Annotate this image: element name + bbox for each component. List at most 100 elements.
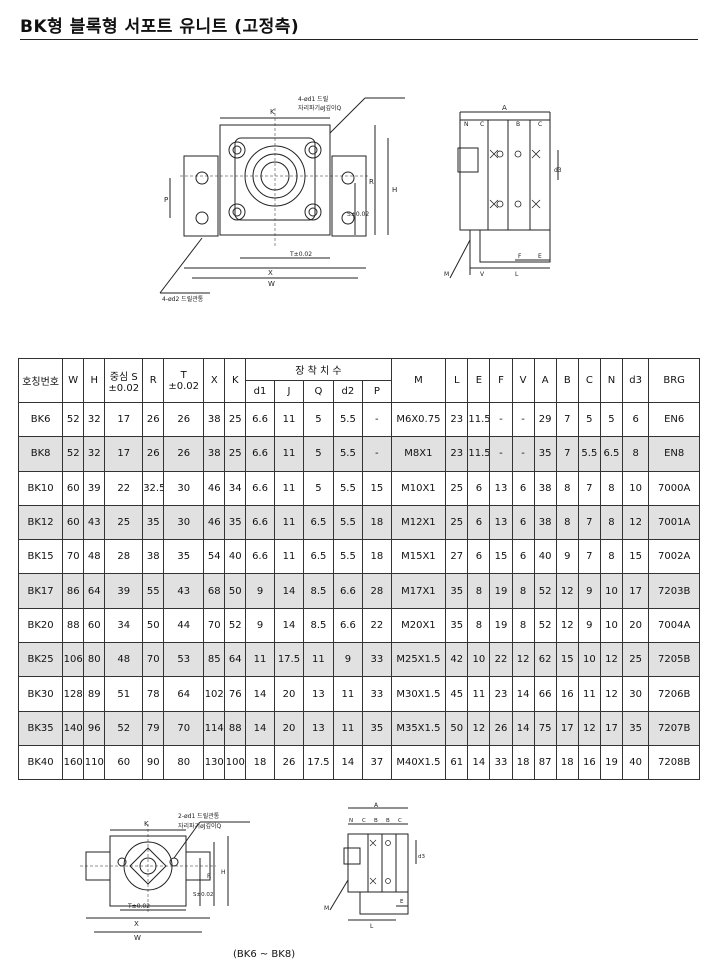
col-d1: d1 <box>245 380 275 403</box>
col-c: C <box>577 358 601 403</box>
table-cell: - <box>511 401 535 438</box>
table-cell: 8 <box>511 573 535 609</box>
table-cell: 7 <box>577 504 601 541</box>
table-cell: 5.5 <box>332 539 364 575</box>
table-cell: 64 <box>163 676 205 712</box>
table-cell: 25 <box>445 504 469 541</box>
table-cell: 11.5 <box>467 436 491 472</box>
table-cell: 5.5 <box>332 436 364 472</box>
table-cell: 12 <box>599 676 624 712</box>
small-s-label: S±0.02 <box>193 892 213 898</box>
col-l: L <box>445 358 469 403</box>
table-cell: 48 <box>83 539 106 575</box>
table-cell: 25 <box>445 470 469 506</box>
small-front-view-drawing: K T±0.02 X W S±0.02 R H 2-ød1 드릴관통 자리파기ø… <box>80 812 250 942</box>
table-cell: 44 <box>163 607 205 644</box>
table-cell: 39 <box>83 470 106 506</box>
table-cell: 7203B <box>648 573 700 609</box>
small-side-b2-label: B <box>386 818 390 824</box>
table-cell: 60 <box>104 744 144 781</box>
table-cell: 52 <box>533 573 557 609</box>
table-cell: 18 <box>555 744 579 781</box>
table-cell: 35 <box>224 504 247 541</box>
table-cell: 39 <box>104 573 144 609</box>
small-hole-note-line1: 2-ød1 드릴관통 <box>178 812 220 820</box>
table-cell: 8.5 <box>303 607 334 644</box>
table-cell: 96 <box>83 710 106 746</box>
small-side-c2-label: C <box>398 818 402 824</box>
dim-h-label: H <box>392 186 397 194</box>
table-cell: 46 <box>203 470 226 506</box>
spec-table: 호칭번호 W H 중심 S ±0.02 R T ±0.02 X K 장 착 치 … <box>17 358 700 781</box>
table-cell: 89 <box>83 676 106 712</box>
side-c2-label: C <box>538 121 542 128</box>
table-cell: 52 <box>533 607 557 644</box>
table-cell: 30 <box>163 504 205 541</box>
table-cell: 106 <box>62 642 85 678</box>
table-cell: 18 <box>245 744 275 781</box>
table-cell: 43 <box>163 573 205 609</box>
table-cell: 12 <box>577 710 601 746</box>
table-cell: 9 <box>332 642 364 678</box>
table-cell: 25 <box>224 436 247 472</box>
table-cell: 34 <box>224 470 247 506</box>
table-cell: 7 <box>577 470 601 506</box>
col-w: W <box>62 358 85 403</box>
table-cell: 11 <box>303 642 334 678</box>
table-cell: 6 <box>511 539 535 575</box>
table-cell: 114 <box>203 710 226 746</box>
table-cell: 11 <box>332 710 364 746</box>
table-cell: 5 <box>577 401 601 438</box>
table-cell: 22 <box>104 470 144 506</box>
table-cell: 26 <box>163 401 205 438</box>
table-cell: BK8 <box>17 436 64 472</box>
table-cell: 32 <box>83 401 106 438</box>
table-cell: 9 <box>577 607 601 644</box>
table-cell: 35 <box>533 436 557 472</box>
table-cell: 75 <box>533 710 557 746</box>
small-r-label: R <box>207 873 211 880</box>
table-cell: 7 <box>577 539 601 575</box>
table-cell: 6.5 <box>303 539 334 575</box>
table-cell: M15X1 <box>390 539 447 575</box>
col-model: 호칭번호 <box>17 358 64 403</box>
table-cell: 6 <box>511 504 535 541</box>
table-cell: M6X0.75 <box>390 401 447 438</box>
table-cell: 9 <box>245 607 275 644</box>
table-cell: 7207B <box>648 710 700 746</box>
table-cell: 5.5 <box>577 436 601 472</box>
table-cell: 9 <box>577 573 601 609</box>
table-cell: BK12 <box>17 504 64 541</box>
small-side-section-drawing: A N C B B C d3 E M L <box>324 802 425 930</box>
table-cell: 42 <box>445 642 469 678</box>
table-cell: EN8 <box>648 436 700 472</box>
table-cell: 52 <box>224 607 247 644</box>
table-cell: 6.6 <box>245 436 275 472</box>
table-cell: 32.5 <box>142 470 165 506</box>
table-cell: 17 <box>104 401 144 438</box>
table-cell: 18 <box>362 504 392 541</box>
table-cell: 13 <box>303 676 334 712</box>
col-s: 중심 S ±0.02 <box>104 358 144 403</box>
table-cell: 50 <box>224 573 247 609</box>
table-cell: M20X1 <box>390 607 447 644</box>
table-cell: M8X1 <box>390 436 447 472</box>
table-cell: 60 <box>62 504 85 541</box>
table-cell: 11.5 <box>467 401 491 438</box>
table-cell: 160 <box>62 744 85 781</box>
col-x: X <box>203 358 226 403</box>
table-cell: - <box>489 436 513 472</box>
table-cell: 23 <box>445 401 469 438</box>
table-cell: 12 <box>555 607 579 644</box>
side-b-label: B <box>516 121 520 128</box>
table-cell: 11 <box>245 642 275 678</box>
table-cell: 90 <box>142 744 165 781</box>
table-cell: 20 <box>273 710 305 746</box>
table-cell: M10X1 <box>390 470 447 506</box>
table-cell: 8 <box>599 504 624 541</box>
table-cell: 35 <box>142 504 165 541</box>
table-cell: 64 <box>224 642 247 678</box>
table-cell: 13 <box>489 504 513 541</box>
table-cell: 62 <box>533 642 557 678</box>
